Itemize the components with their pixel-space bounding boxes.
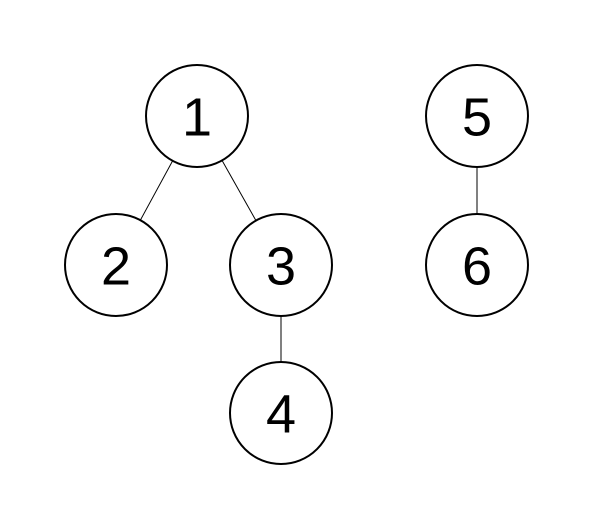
- node-label-6: 6: [462, 236, 492, 296]
- node-label-2: 2: [101, 236, 131, 296]
- node-circle-1: [145, 64, 249, 168]
- node-circle-4: [229, 361, 333, 465]
- node-label-5: 5: [462, 87, 492, 147]
- node-circle-2: [64, 213, 168, 317]
- node-circle-5: [425, 64, 529, 168]
- graph-node-2: 2: [64, 213, 168, 317]
- graph-node-3: 3: [229, 213, 333, 317]
- node-circle-6: [425, 213, 529, 317]
- node-label-4: 4: [266, 384, 296, 444]
- graph-node-5: 5: [425, 64, 529, 168]
- node-label-3: 3: [266, 236, 296, 296]
- node-label-1: 1: [182, 87, 212, 147]
- graph-node-6: 6: [425, 213, 529, 317]
- graph-node-1: 1: [145, 64, 249, 168]
- graph-node-4: 4: [229, 361, 333, 465]
- node-circle-3: [229, 213, 333, 317]
